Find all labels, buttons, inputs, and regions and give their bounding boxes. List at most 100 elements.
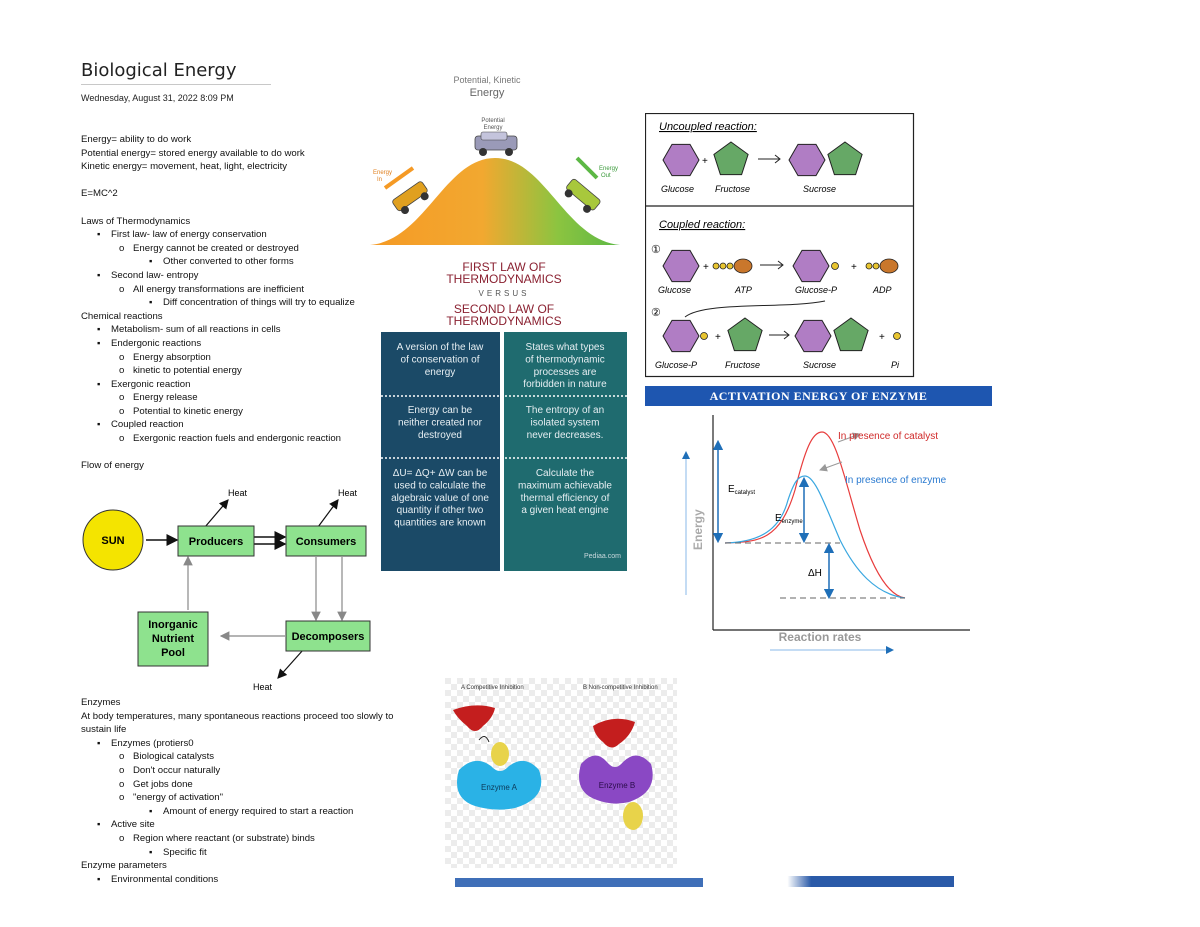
bullet: o [119, 365, 125, 377]
note-text: Endergonic reactions [111, 337, 202, 349]
note-text: Chemical reactions [81, 310, 163, 322]
enzyme-b-shape [579, 755, 653, 804]
glucose-hexagon [794, 319, 832, 353]
uncoupled-title: Uncoupled reaction: [659, 121, 757, 133]
thermo-right-cell-text: isolated system [531, 417, 600, 428]
glucose-p-label: Glucose-P [795, 285, 837, 295]
decomposers-label: Decomposers [292, 631, 365, 643]
note-line: o Energy release [81, 391, 441, 405]
note-line: Enzyme parameters [81, 859, 441, 873]
note-line: ▪Metabolism- sum of all reactions in cel… [81, 323, 441, 337]
thermo-left-cell-text: neither created nor [398, 417, 483, 428]
thermo-left-cell-text: energy [425, 367, 456, 378]
second-law-column [504, 332, 627, 571]
note-line: ▪ First law- law of energy conservation [81, 228, 441, 242]
note-text: "energy of activation" [133, 792, 224, 804]
note-text: All energy transformations are inefficie… [133, 283, 304, 295]
note-line: sustain life [81, 723, 441, 737]
bullet: ▪ [97, 873, 101, 885]
bullet: o [119, 392, 125, 404]
first-law-column [381, 332, 500, 571]
bullet: ▪ [97, 229, 101, 241]
note-line: ▪Environmental conditions [81, 873, 441, 887]
thermo-versus: VERSUS [479, 289, 530, 298]
thermo-right-cell-text: thermal efficiency of [521, 493, 610, 504]
thermo-right-cell-text: a given heat engine [521, 505, 609, 516]
bullet: ▪ [97, 269, 101, 281]
bullet: o [119, 778, 125, 790]
thermo-right-cell-text: States what types [526, 342, 605, 353]
note-text: Region where reactant (or substrate) bin… [133, 832, 315, 844]
inhibitor-left [491, 742, 509, 766]
thermo-left-cell-text: used to calculate the [394, 480, 486, 491]
right-label-line-1: Energy [599, 166, 618, 172]
hill-title-line-1: Potential, Kinetic [453, 75, 521, 85]
atp-label: ATP [734, 285, 752, 295]
note-text: Energy cannot be created or destroyed [133, 242, 299, 254]
plus-sign: + [851, 262, 857, 273]
potential-kinetic-hill-figure: Potential, Kinetic Energy Potential Ener… [370, 75, 620, 245]
e-catalyst-label: Ecatalyst [728, 484, 755, 496]
enzyme-label: In presence of enzyme [845, 475, 947, 486]
note-text: Energy= ability to do work [81, 134, 192, 145]
sun-label: SUN [101, 535, 124, 547]
note-line: ▪Second law- entropy [81, 269, 441, 283]
thermo-left-cell-text: A version of the law [397, 342, 484, 353]
hill-title-line-2: Energy [470, 87, 505, 99]
thermo-left-cell-text: ΔU= ΔQ+ ΔW can be [393, 468, 488, 479]
thermo-left-cell-text: Energy can be [408, 405, 473, 416]
note-text: Active site [111, 819, 155, 831]
bullet: ▪ [149, 297, 153, 309]
note-text: First law- law of energy conservation [111, 229, 267, 241]
thermo-heading-4: THERMODYNAMICS [446, 314, 561, 328]
bottom-image-right-edge [716, 876, 954, 887]
note-text: Coupled reaction [111, 419, 184, 431]
bullet: o [119, 405, 125, 417]
glucose-label: Glucose [661, 184, 694, 194]
bullet: o [119, 242, 125, 254]
note-text: kinetic to potential energy [133, 365, 242, 377]
step-2-marker: ② [651, 307, 661, 319]
note-text: Potential energy= stored energy availabl… [81, 147, 305, 159]
note-text: Energy release [133, 392, 198, 404]
bullet: o [119, 792, 125, 804]
note-line: At body temperatures, many spontaneous r… [81, 710, 441, 724]
bullet: ▪ [149, 846, 153, 858]
bullet: ▪ [149, 805, 153, 817]
thermo-heading-1: FIRST LAW OF [462, 260, 545, 274]
note-text: Laws of Thermodynamics [81, 215, 191, 227]
fructose-pentagon [727, 317, 763, 352]
heat-label-consumers: Heat [338, 488, 358, 498]
note-line: Energy= ability to do work [81, 133, 441, 147]
bullet: o [119, 433, 125, 445]
phosphate-dot [831, 262, 839, 270]
note-line: ▪Endergonic reactions [81, 337, 441, 351]
heat-label-decomposers: Heat [253, 682, 273, 692]
substrate-red-right [593, 718, 635, 748]
reaction-arrow [758, 154, 781, 164]
bullet: ▪ [97, 419, 101, 431]
note-line: Kinetic energy= movement, heat, light, e… [81, 160, 441, 174]
phosphate-dot [865, 262, 873, 270]
plus-sign: + [879, 332, 885, 343]
bullet: ▪ [97, 737, 101, 749]
page-title: Biological Energy [81, 60, 237, 81]
pool-line-1: Inorganic [148, 619, 198, 631]
adp-adenosine [879, 258, 899, 274]
decomposers-box [285, 620, 371, 652]
note-text: Get jobs done [133, 778, 193, 790]
coupled-reaction-figure: Uncoupled reaction: Coupled reaction: ++… [645, 113, 915, 378]
thermo-right-cell-text: of thermodynamic [525, 354, 604, 365]
e-enzyme-label: Eenzyme [775, 513, 803, 525]
note-text: Diff concentration of things will try to… [163, 297, 355, 309]
flow-of-energy-diagram: SUN Producers Consumers Decomposers Inor… [82, 488, 371, 692]
note-line: o "energy of activation" [81, 791, 441, 805]
note-line: ▪Exergonic reaction [81, 378, 441, 392]
glucose-hexagon [662, 319, 700, 353]
producers-label: Producers [189, 536, 243, 548]
note-line: ▪ Coupled reaction [81, 418, 441, 432]
